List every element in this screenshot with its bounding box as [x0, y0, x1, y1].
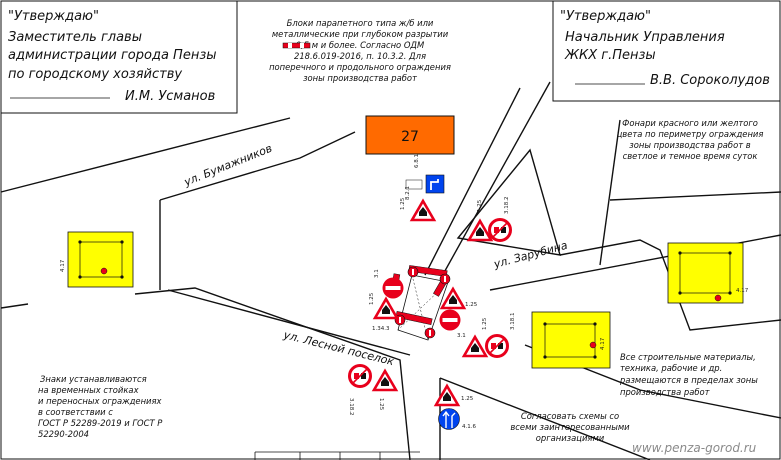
note-lanterns: Фонари красного или желтого цвета по пер…: [617, 118, 764, 161]
note-lanterns-line-3: светлое и темное время суток: [623, 151, 758, 161]
sign-3-18-2-a: [488, 218, 512, 242]
sign-1-25-a: [467, 219, 493, 242]
sign-code-1-25-b: 1.25: [369, 292, 375, 305]
sign-code-1-25-a: 1.25: [477, 199, 483, 212]
sign-3-18-2-b: [348, 364, 372, 388]
sign-code-1-25-e: 1.25: [378, 398, 384, 411]
excavation-zone: [389, 265, 451, 341]
sign-code-3-18-2-a: 3.18.2: [504, 197, 510, 215]
note-agree: Согласовать схемы со всеми заинтересован…: [510, 411, 630, 443]
sign-code-1-25-top: 1.25: [400, 197, 406, 210]
note-agree-line-1: всеми заинтересованными: [510, 422, 630, 432]
note-blocks-line-1: металлические при глубоком разрытии: [272, 29, 449, 39]
note-blocks: Блоки парапетного типа ж/б или металличе…: [269, 18, 451, 83]
note-blocks-line-5: зоны производства работ: [303, 73, 418, 83]
approval-right-box: "Утверждаю" Начальник Управления ЖКХ г.П…: [552, 0, 781, 102]
approval-left-line-2: администрации города Пензы: [8, 48, 217, 63]
sign-4-1-6: [438, 408, 460, 430]
work-zone-right-bottom: 4.17: [531, 311, 611, 369]
building-27: [365, 115, 455, 155]
note-materials-line-3: производства работ: [620, 387, 711, 397]
sign-1-25-top: [410, 199, 436, 222]
sign-code-3-18-2-b: 3.18.2: [348, 398, 354, 416]
note-signs: Знаки устанавливаются на временных стойк…: [38, 374, 163, 439]
sign-code-1-25-d: 1.25: [482, 317, 488, 330]
note-signs-line-0: Знаки устанавливаются: [40, 374, 147, 384]
sign-3-18-1: [485, 334, 509, 358]
sign-code-3-1: 3.1: [374, 269, 380, 278]
sign-1-25-d: [462, 335, 488, 358]
approval-right-line-0: "Утверждаю": [560, 9, 651, 24]
approval-left-line-3: по городскому хозяйству: [8, 67, 182, 82]
sign-code-3-1-b: 3.1: [457, 333, 466, 339]
note-signs-line-2: и переносных ограждениях: [38, 396, 163, 406]
road-network: [0, 81, 781, 460]
note-materials-line-2: размещаются в пределах зоны: [619, 375, 758, 385]
note-signs-line-4: ГОСТ Р 52289-2019 и ГОСТ Р: [38, 418, 163, 428]
sign-3-1-b: [439, 309, 461, 331]
sign-code-8-2-1: 8.2.1: [405, 186, 411, 200]
sign-1-25-e: [372, 369, 398, 392]
note-materials: Все строительные материалы, техника, раб…: [619, 352, 758, 397]
note-lanterns-line-2: зоны производства работ в: [629, 140, 750, 150]
note-agree-line-0: Согласовать схемы со: [521, 411, 619, 421]
approval-left-signer: И.М. Усманов: [125, 89, 215, 104]
note-signs-line-3: в соответствии с: [38, 407, 113, 417]
note-signs-line-1: на временных стойках: [38, 385, 140, 395]
note-blocks-line-3: 218.6.019-2016, п. 10.3.2. Для: [294, 51, 426, 61]
approval-right-signer: В.В. Сороколудов: [650, 73, 770, 88]
street-label-lesnoy: ул. Лесной поселок: [281, 328, 395, 368]
approval-left-line-0: "Утверждаю": [8, 9, 99, 24]
approval-right-line-2: ЖКХ г.Пензы: [564, 48, 656, 63]
sign-1-25-c: [440, 287, 466, 310]
work-zone-right-top: 4.17: [667, 242, 749, 304]
approval-left-line-1: Заместитель главы: [8, 30, 142, 45]
sign-3-1: [382, 277, 404, 299]
sign-code-1-34-3: 1.34.3: [372, 326, 390, 332]
watermark: www.penza-gorod.ru: [632, 441, 757, 455]
note-lanterns-line-0: Фонари красного или желтого: [622, 118, 758, 128]
note-materials-line-0: Все строительные материалы,: [620, 352, 756, 362]
bottom-table-fragment: [254, 451, 420, 460]
note-signs-line-5: 52290-2004: [38, 429, 89, 439]
note-blocks-line-4: поперечного и продольного ограждения: [269, 62, 451, 72]
street-label-bumazhnikov: ул. Бумажников: [181, 142, 274, 190]
building-number: 27: [401, 129, 419, 145]
sign-code-4-17-b: 4.17: [736, 288, 749, 294]
note-agree-line-2: организациями: [536, 433, 605, 443]
sign-6-8-1: 6.8.1 8.2.1: [405, 154, 445, 200]
approval-left-box: "Утверждаю" Заместитель главы администра…: [0, 0, 238, 114]
sign-code-1-25-c: 1.25: [465, 302, 478, 308]
note-blocks-line-0: Блоки парапетного типа ж/б или: [287, 18, 434, 28]
sign-code-6-8-1: 6.8.1: [414, 154, 420, 168]
block-barrier-legend: [282, 42, 311, 49]
sign-code-3-18-1: 3.18.1: [510, 313, 516, 331]
work-zone-left: 4.17: [60, 231, 134, 288]
sign-code-4-17-c: 4.17: [600, 337, 606, 350]
note-lanterns-line-1: цвета по периметру ограждения: [617, 129, 764, 139]
approval-right-line-1: Начальник Управления: [565, 30, 725, 45]
sign-code-1-25-f: 1.25: [461, 396, 474, 402]
sign-code-4-1-6: 4.1.6: [462, 424, 476, 430]
sign-code-4-17-a: 4.17: [60, 259, 66, 272]
sign-1-25-b: [373, 297, 399, 320]
note-blocks-line-2: 0,5 м и более. Согласно ОДМ: [296, 40, 424, 50]
note-materials-line-1: техника, рабочие и др.: [620, 363, 722, 373]
plate-8-2-1: [405, 179, 423, 190]
